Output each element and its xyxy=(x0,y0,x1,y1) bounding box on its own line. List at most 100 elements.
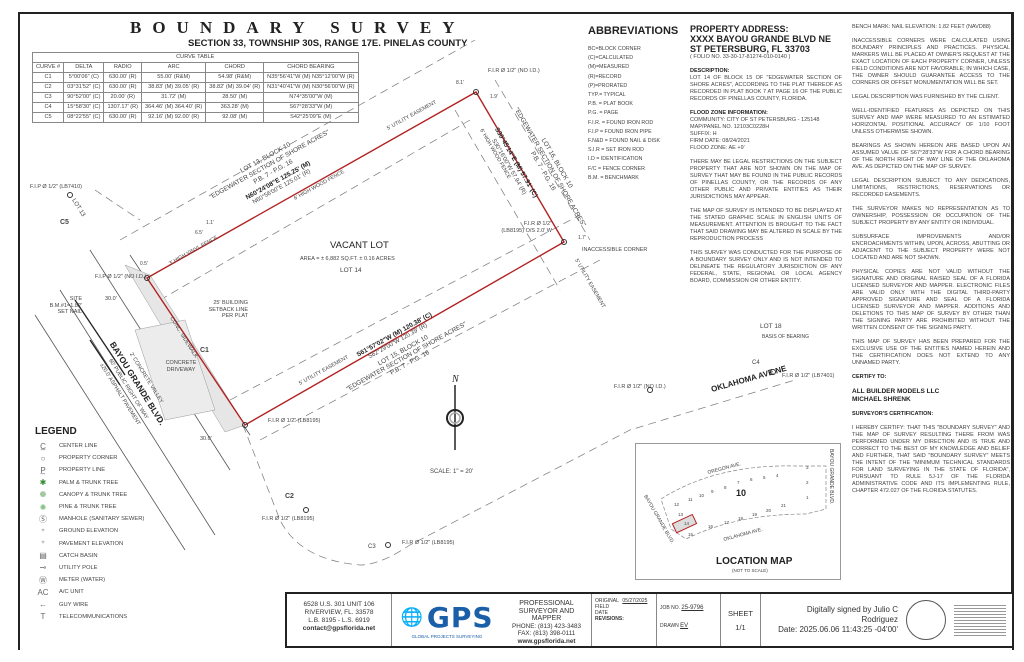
property-line-icon: P̲ xyxy=(40,465,46,475)
certify-entity: MICHAEL SHRENK xyxy=(852,396,911,403)
corner-marker xyxy=(770,369,776,375)
legend-label: UTILITY POLE xyxy=(59,564,98,571)
note: THIS SURVEY WAS CONDUCTED FOR THE PURPOS… xyxy=(690,250,842,284)
fip-noid-label: F.I.P Ø 1/2" (NO I.D.) xyxy=(95,274,147,280)
property-boundary xyxy=(145,91,565,426)
legend-label: A/C UNIT xyxy=(59,589,84,596)
legend-item-ground-elevation: ⁺GROUND ELEVATION xyxy=(35,525,144,537)
note: LEGAL DESCRIPTION WAS FURNISHED BY THE C… xyxy=(852,94,1000,100)
property-address-heading: PROPERTY ADDRESS: xyxy=(690,24,789,34)
lot-number: 7 xyxy=(737,480,740,485)
fir-noid-label-south: F.I.R Ø 1/2" (NO I.D.) xyxy=(614,384,666,390)
abbreviations-title: ABBREVIATIONS xyxy=(588,25,679,37)
lot-number: 6 xyxy=(750,477,753,482)
certify-list: ALL BUILDER MODELS LLC MICHAEL SHRENK xyxy=(852,388,1010,404)
canopy-tree-icon: ❁ xyxy=(39,490,47,500)
website-link[interactable]: www.gpsflorida.net xyxy=(517,637,576,645)
legend-item-guy-wire: ←GUY WIRE xyxy=(35,598,144,610)
note: THE SURVEYOR MAKES NO REPRESENTATION AS … xyxy=(852,206,1010,226)
abbreviation-item: BC=BLOCK CORNER xyxy=(588,46,641,52)
legend-item-catch-basin: ▤CATCH BASIN xyxy=(35,550,144,562)
lot-number: 21 xyxy=(781,503,787,508)
note: LEGAL DESCRIPTION SUBJECT TO ANY DEDICAT… xyxy=(852,178,1010,198)
field-date-cell: ORIGINAL FIELD DATE 05/27/2025 REVISIONS… xyxy=(592,594,657,646)
survey-title: BOUNDARY SURVEY xyxy=(130,18,466,37)
fir-lb7401-label: F.I.R Ø 1/2" (LB7401) xyxy=(782,373,835,379)
note: BEARINGS AS SHOWN HEREON ARE BASED UPON … xyxy=(852,143,1010,170)
surveyor-cert-heading: SURVEYOR'S CERTIFICATION: xyxy=(852,411,934,417)
corner-marker xyxy=(385,542,391,548)
lot-number: 2 xyxy=(806,480,809,485)
certify-heading: CERTIFY TO: xyxy=(852,374,887,380)
sheet-border-right xyxy=(1011,12,1014,592)
abbreviations-panel: ABBREVIATIONS BC=BLOCK CORNER(C)=CALCULA… xyxy=(588,24,683,183)
legend-label: PINE & TRUNK TREE xyxy=(59,504,117,511)
abbreviation-item: P.B. = PLAT BOOK xyxy=(588,101,633,108)
email-link[interactable]: contact@gpsflorida.net xyxy=(302,625,376,632)
lot-15-annotation: S61°57'02"W (M) 120.38' (C)S62°29'00"W 1… xyxy=(345,310,468,392)
note: PHYSICAL COPIES ARE NOT VALID WITHOUT TH… xyxy=(852,269,1010,331)
setback-label: 25' BUILDING SETBACK LINE PER PLAT xyxy=(208,300,248,319)
subject-lot-highlight xyxy=(671,513,698,534)
folio-number: ( FOLIO NO. 33-30-17-81274-010-0140 ) xyxy=(690,54,791,60)
abbreviation-item: P.G. = PAGE xyxy=(588,110,619,117)
flood-item: COMMUNITY: CITY OF ST PETERSBURG - 12514… xyxy=(690,117,820,123)
property-corner-icon: ○ xyxy=(40,453,46,463)
lot-number: 8 xyxy=(724,485,727,490)
curve-label-c4: C4 xyxy=(752,360,760,366)
signature-line: Rodriguez xyxy=(861,615,898,624)
curve-label-c1: C1 xyxy=(200,347,209,354)
firm-line: SURVEYOR AND MAPPER xyxy=(518,607,575,623)
street-label: OKLAHOMA AVE. xyxy=(723,527,763,543)
easement-label-east: 5' UTILITY EASEMENT xyxy=(573,258,606,310)
dim-label: 6.5' xyxy=(195,230,203,236)
firm-line: PROFESSIONAL xyxy=(519,600,574,607)
company-logo: 🌐 GPS GLOBAL PROJECTS SURVEYING xyxy=(392,594,502,646)
block-outline xyxy=(660,465,827,540)
curve-label-c3: C3 xyxy=(368,544,376,550)
abbreviation-item: F.N&D = FOUND NAIL & DISK xyxy=(588,138,661,145)
license-line: L.B. 8195 - L.S. 6919 xyxy=(308,617,370,624)
legend-item-center-line: C̲CENTER LINE xyxy=(35,440,144,452)
abbreviation-item: (M)=MEASURED xyxy=(588,64,630,71)
svg-text:N: N xyxy=(451,374,460,385)
dim-label: 30.0' xyxy=(105,296,117,302)
guy-wire-icon: ← xyxy=(39,600,47,610)
fir-lb-label-c2: F.I.R Ø 1/2" (LB8195) xyxy=(262,516,315,522)
corner-marker xyxy=(67,192,73,198)
job-label: JOB NO. xyxy=(660,605,681,611)
lot-13-short-label: LOT 13 xyxy=(70,198,86,219)
dim-label: 1.1' xyxy=(206,220,214,226)
note: INACCESSIBLE CORNERS WERE CALCULATED USI… xyxy=(852,38,1010,86)
fir-lb-label-c3: F.I.R Ø 1/2" (LB8195) xyxy=(402,540,455,546)
corner-marker xyxy=(473,89,479,95)
lot-number: 1 xyxy=(806,495,809,500)
curve-table-cell: 08°22'55" (C) xyxy=(63,111,105,123)
street-label: BAYOU GRANDE BLVD. xyxy=(828,449,834,504)
fir-noid-label: F.I.R Ø 1/2" (NO I.D.) xyxy=(488,68,540,74)
lot-number: 20 xyxy=(766,508,772,513)
lot-13-annotation: LOT 13, BLOCK 10"EDGEWATER SECTION OF SH… xyxy=(208,129,331,206)
fip-lb-label: F.I.P Ø 1/2" (LB7410) xyxy=(30,184,82,190)
surveyor-cert-text: I HEREBY CERTIFY: THAT THIS "BOUNDARY SU… xyxy=(852,425,1010,494)
lot-number: 16 xyxy=(708,524,714,529)
vinyl-fence-label: 3' HIGH VINYL FENCE xyxy=(168,235,219,267)
certify-entity: ALL BUILDER MODELS LLC xyxy=(852,388,940,395)
ac-unit-icon: AC xyxy=(37,587,49,597)
pavement-elevation-icon: ⁺ xyxy=(40,539,46,549)
lot-number: 4 xyxy=(776,473,779,478)
fax: FAX: (813) 398-0111 xyxy=(517,630,576,637)
flood-item: SUFFIX: H xyxy=(690,131,717,137)
abbreviation-item: F/C = FENCE CORNER xyxy=(588,165,645,172)
ground-elevation-icon: ⁺ xyxy=(40,526,46,536)
fir-os-label: F.I.R Ø 1/2" (LB8195) O/S 2.0' W xyxy=(501,221,552,234)
description-text: LOT 14 OF BLOCK 15 OF "EDGEWATER SECTION… xyxy=(690,75,842,102)
legend-label: PAVEMENT ELEVATION xyxy=(59,540,124,547)
easement-label: 5' UTILITY EASEMENT xyxy=(386,99,438,132)
lot-number: 17 xyxy=(724,520,730,525)
